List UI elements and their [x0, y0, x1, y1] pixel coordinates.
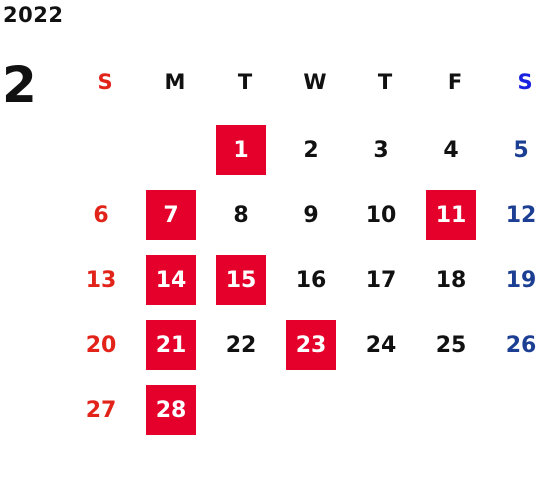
- day-cell: 20: [70, 307, 140, 372]
- day-number: 18: [435, 267, 467, 293]
- day-cell: 8: [210, 177, 280, 242]
- empty-cell: [70, 112, 140, 177]
- day-cell: 12: [490, 177, 548, 242]
- day-cell: 7: [140, 177, 210, 242]
- day-cell: 28: [140, 372, 210, 437]
- holiday-day-number: 14: [146, 255, 196, 305]
- day-cell: 16: [280, 242, 350, 307]
- day-number: 4: [443, 137, 459, 163]
- day-cell: 17: [350, 242, 420, 307]
- day-number: 25: [435, 332, 467, 358]
- day-number: 24: [365, 332, 397, 358]
- holiday-day-number: 28: [146, 385, 196, 435]
- day-cell: 18: [420, 242, 490, 307]
- day-cell: 9: [280, 177, 350, 242]
- day-cell: 15: [210, 242, 280, 307]
- weekday-header-thu: T: [377, 70, 393, 94]
- weekday-header-tue: T: [237, 70, 253, 94]
- day-number: 12: [505, 202, 537, 228]
- holiday-day-number: 15: [216, 255, 266, 305]
- holiday-day-number: 21: [146, 320, 196, 370]
- day-number: 27: [85, 397, 117, 423]
- day-cell: 3: [350, 112, 420, 177]
- month-number: 2: [2, 56, 37, 114]
- day-number: 3: [373, 137, 389, 163]
- day-cell: 23: [280, 307, 350, 372]
- day-number: 26: [505, 332, 537, 358]
- day-cell: 21: [140, 307, 210, 372]
- day-number: 9: [303, 202, 319, 228]
- day-number: 16: [295, 267, 327, 293]
- weekday-header-fri: F: [447, 70, 463, 94]
- weekday-header-wed: W: [303, 70, 327, 94]
- day-cell: 1: [210, 112, 280, 177]
- day-cell: 25: [420, 307, 490, 372]
- day-number: 13: [85, 267, 117, 293]
- holiday-day-number: 1: [216, 125, 266, 175]
- year-label: 2022: [3, 3, 64, 27]
- day-cell: 5: [490, 112, 548, 177]
- holiday-day-number: 7: [146, 190, 196, 240]
- day-number: 2: [303, 137, 319, 163]
- day-number: 5: [513, 137, 529, 163]
- day-cell: 11: [420, 177, 490, 242]
- day-number: 22: [225, 332, 257, 358]
- day-number: 19: [505, 267, 537, 293]
- day-cell: 27: [70, 372, 140, 437]
- day-number: 8: [233, 202, 249, 228]
- weekday-header-sat: S: [517, 70, 533, 94]
- day-cell: 19: [490, 242, 548, 307]
- day-number: 17: [365, 267, 397, 293]
- weekday-header-sun: S: [97, 70, 113, 94]
- weekday-header-mon: M: [164, 70, 186, 94]
- day-cell: 13: [70, 242, 140, 307]
- day-cell: 14: [140, 242, 210, 307]
- day-number: 10: [365, 202, 397, 228]
- day-cell: 26: [490, 307, 548, 372]
- day-cell: 10: [350, 177, 420, 242]
- day-cell: 24: [350, 307, 420, 372]
- day-cell: 22: [210, 307, 280, 372]
- day-number: 20: [85, 332, 117, 358]
- day-cell: 6: [70, 177, 140, 242]
- holiday-day-number: 11: [426, 190, 476, 240]
- day-cell: 4: [420, 112, 490, 177]
- empty-cell: [140, 112, 210, 177]
- holiday-day-number: 23: [286, 320, 336, 370]
- day-cell: 2: [280, 112, 350, 177]
- day-number: 6: [93, 202, 109, 228]
